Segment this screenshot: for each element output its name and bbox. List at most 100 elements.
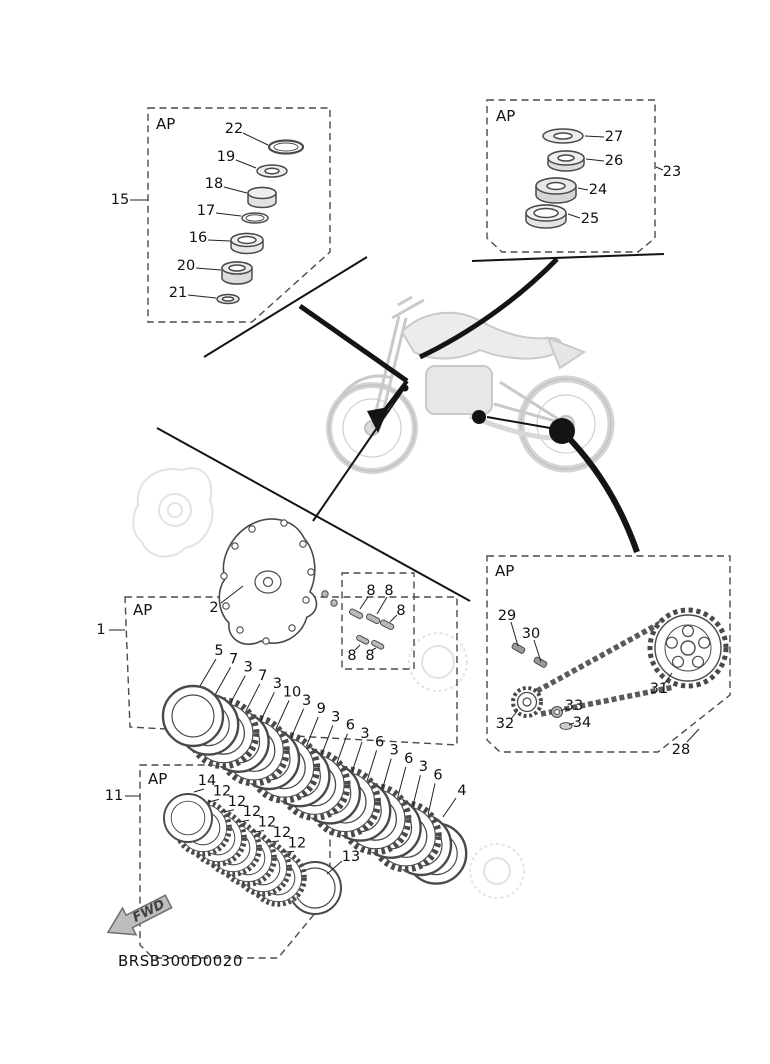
callout-layer: AP15AP23AP1AP11AP28221918171620212726242… — [96, 107, 700, 875]
callout-1[interactable]: 1 — [96, 622, 105, 638]
dowel-pin — [330, 599, 338, 607]
leader-line — [510, 621, 519, 647]
callout-11[interactable]: 11 — [105, 788, 123, 804]
panel-clutch-outline — [124, 596, 458, 746]
callout-3[interactable]: 3 — [331, 709, 340, 725]
leader-line — [397, 766, 407, 798]
callout-24[interactable]: 24 — [589, 182, 607, 198]
callout-3[interactable]: 3 — [419, 759, 428, 775]
pointer-steering — [298, 303, 409, 384]
leader-line — [305, 716, 319, 747]
clutch-small-parts — [321, 590, 395, 650]
kit-panels — [124, 99, 731, 959]
fwd-label: FWD — [130, 897, 167, 926]
cover-bolt-holes — [220, 519, 315, 645]
callout-6[interactable]: 6 — [375, 734, 384, 750]
callout-14[interactable]: 14 — [198, 773, 216, 789]
ap-label-plates: AP — [148, 770, 167, 788]
callout-3[interactable]: 3 — [302, 693, 311, 709]
callout-32[interactable]: 32 — [496, 716, 514, 732]
leader-line — [245, 683, 261, 713]
o-ring-22 — [267, 139, 305, 155]
engine-block — [425, 365, 493, 415]
callout-8[interactable]: 8 — [365, 648, 374, 664]
leader-line — [253, 830, 265, 833]
callout-7[interactable]: 7 — [258, 668, 267, 684]
motorcycle-illustration — [326, 295, 615, 474]
callout-19[interactable]: 19 — [217, 149, 235, 165]
callout-4[interactable]: 4 — [457, 783, 466, 799]
callout-17[interactable]: 17 — [197, 203, 215, 219]
pointer-chain — [560, 429, 640, 553]
callout-8[interactable]: 8 — [396, 603, 405, 619]
callout-12[interactable]: 12 — [288, 835, 306, 851]
leader-line — [584, 135, 605, 138]
callout-12[interactable]: 12 — [273, 825, 291, 841]
callout-2[interactable]: 2 — [209, 600, 218, 616]
callout-3[interactable]: 3 — [390, 743, 399, 759]
ap-label-head_bearing: AP — [496, 107, 515, 125]
callout-3[interactable]: 3 — [360, 726, 369, 742]
callout-26[interactable]: 26 — [605, 153, 623, 169]
leader-line — [663, 672, 673, 685]
callout-12[interactable]: 12 — [213, 783, 231, 799]
callout-3[interactable]: 3 — [273, 676, 282, 692]
callout-34[interactable]: 34 — [573, 715, 591, 731]
pointer-head-bearing — [418, 257, 559, 360]
callout-9[interactable]: 9 — [317, 701, 326, 717]
callout-29[interactable]: 29 — [498, 608, 516, 624]
callout-10[interactable]: 10 — [283, 685, 301, 701]
leader-line — [235, 159, 257, 169]
callout-23[interactable]: 23 — [663, 164, 681, 180]
tail — [546, 336, 587, 370]
callout-16[interactable]: 16 — [189, 230, 207, 246]
callout-27[interactable]: 27 — [605, 129, 623, 145]
leader-line — [381, 758, 392, 790]
ghost-parts — [132, 467, 525, 899]
callout-12[interactable]: 12 — [258, 815, 276, 831]
ap-label-steering: AP — [156, 115, 175, 133]
callout-8[interactable]: 8 — [347, 648, 356, 664]
callout-8[interactable]: 8 — [384, 583, 393, 599]
leader-line — [366, 750, 378, 781]
callout-13[interactable]: 13 — [342, 849, 360, 865]
shelf-line-head-bearing — [471, 253, 665, 262]
callout-7[interactable]: 7 — [229, 651, 238, 667]
callout-20[interactable]: 20 — [177, 258, 195, 274]
head-bearing-parts — [525, 128, 585, 229]
callout-6[interactable]: 6 — [404, 751, 413, 767]
callout-18[interactable]: 18 — [205, 176, 223, 192]
handlebar — [391, 295, 425, 320]
callout-12[interactable]: 12 — [228, 794, 246, 810]
leader-line — [275, 700, 290, 730]
leader-line — [336, 733, 348, 764]
callout-6[interactable]: 6 — [433, 768, 442, 784]
leader-line — [427, 783, 436, 816]
callout-31[interactable]: 31 — [650, 681, 668, 697]
connector-lines — [156, 253, 665, 602]
callout-22[interactable]: 22 — [225, 121, 243, 137]
leader-line — [686, 728, 700, 743]
callout-6[interactable]: 6 — [346, 718, 355, 734]
callout-25[interactable]: 25 — [581, 211, 599, 227]
callout-15[interactable]: 15 — [111, 192, 129, 208]
callout-5[interactable]: 5 — [214, 643, 223, 659]
callout-3[interactable]: 3 — [244, 660, 253, 676]
leader-line — [283, 850, 295, 853]
chain-bottom-run — [540, 684, 675, 717]
ap-label-clutch: AP — [133, 601, 152, 619]
leader-line — [195, 267, 222, 271]
leader-line — [510, 709, 519, 720]
callout-8[interactable]: 8 — [366, 583, 375, 599]
leader-line — [412, 775, 421, 807]
chain-top-run — [535, 618, 666, 694]
callout-30[interactable]: 30 — [522, 626, 540, 642]
clutch-plate — [163, 793, 213, 843]
leader-line — [242, 132, 269, 146]
fwd-arrow: FWD — [106, 894, 173, 936]
callout-21[interactable]: 21 — [169, 285, 187, 301]
callout-28[interactable]: 28 — [672, 742, 690, 758]
callout-12[interactable]: 12 — [243, 804, 261, 820]
callout-33[interactable]: 33 — [565, 698, 583, 714]
